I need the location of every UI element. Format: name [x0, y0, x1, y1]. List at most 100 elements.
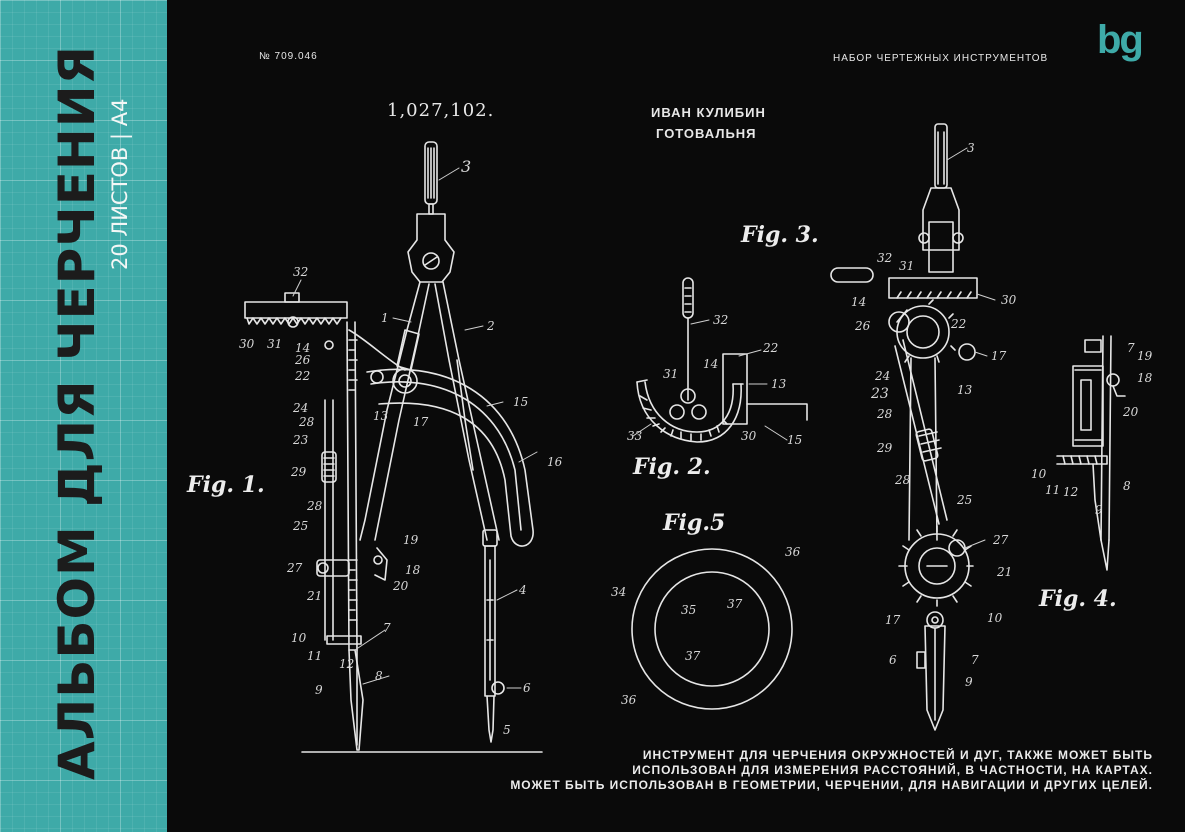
svg-text:28: 28 [876, 407, 893, 421]
svg-text:10: 10 [987, 611, 1003, 625]
brand-logo: bg [1097, 18, 1144, 62]
svg-text:7: 7 [383, 621, 391, 635]
svg-text:31: 31 [899, 259, 914, 273]
fig5-ring [631, 548, 793, 710]
album-title: АЛЬБОМ ДЛЯ ЧЕРЧЕНИЯ [48, 44, 106, 780]
album-subtitle: 20 ЛИСТОВ | А4 [108, 98, 132, 270]
svg-text:8: 8 [375, 669, 383, 683]
svg-text:3: 3 [461, 157, 471, 176]
svg-text:8: 8 [1123, 479, 1131, 493]
author-name: ИВАН КУЛИБИН [651, 105, 766, 120]
svg-text:26: 26 [294, 353, 311, 367]
svg-text:26: 26 [854, 319, 871, 333]
description-line-3: МОЖЕТ БЫТЬ ИСПОЛЬЗОВАН В ГЕОМЕТРИИ, ЧЕРЧ… [510, 778, 1153, 792]
svg-text:9: 9 [1095, 503, 1103, 517]
svg-text:37: 37 [727, 597, 743, 611]
svg-text:27: 27 [992, 533, 1009, 547]
svg-text:19: 19 [403, 533, 419, 547]
svg-text:13: 13 [957, 383, 973, 397]
svg-text:28: 28 [298, 415, 315, 429]
description-text: ИНСТРУМЕНТ ДЛЯ ЧЕРЧЕНИЯ ОКРУЖНОСТЕЙ И ДУ… [510, 748, 1153, 793]
kit-title: НАБОР ЧЕРТЕЖНЫХ ИНСТРУМЕНТОВ [833, 53, 1049, 64]
svg-text:32: 32 [293, 265, 308, 279]
leader-lines [292, 147, 996, 689]
svg-text:16: 16 [547, 455, 563, 469]
description-line-2: ИСПОЛЬЗОВАН ДЛЯ ИЗМЕРЕНИЯ РАССТОЯНИЙ, В … [632, 763, 1153, 777]
fig1-compass-illustration [244, 141, 543, 753]
svg-text:10: 10 [1031, 467, 1047, 481]
fig2-label: Fig. 2. [632, 454, 711, 480]
svg-text:28: 28 [306, 499, 323, 513]
svg-text:17: 17 [885, 613, 901, 627]
svg-text:23: 23 [870, 386, 889, 402]
svg-text:24: 24 [874, 369, 890, 383]
svg-text:11: 11 [1045, 483, 1060, 497]
teal-spine: АЛЬБОМ ДЛЯ ЧЕРЧЕНИЯ 20 ЛИСТОВ | А4 [0, 0, 167, 832]
fig5-label: Fig.5 [662, 510, 725, 536]
svg-text:13: 13 [373, 409, 389, 423]
svg-text:32: 32 [713, 313, 728, 327]
svg-text:17: 17 [991, 349, 1007, 363]
svg-text:23: 23 [292, 433, 309, 447]
svg-text:30: 30 [741, 429, 757, 443]
svg-text:30: 30 [1001, 293, 1017, 307]
svg-text:25: 25 [292, 519, 308, 533]
patent-number: 1,027,102. [387, 100, 495, 121]
svg-text:15: 15 [513, 395, 528, 409]
fig4-label: Fig. 4. [1038, 586, 1117, 612]
svg-text:15: 15 [787, 433, 802, 447]
svg-text:14: 14 [703, 357, 718, 371]
svg-text:18: 18 [1137, 371, 1153, 385]
svg-text:3: 3 [967, 141, 975, 155]
svg-text:9: 9 [965, 675, 973, 689]
svg-text:14: 14 [851, 295, 866, 309]
fig1-label: Fig. 1. [186, 472, 265, 498]
svg-text:22: 22 [950, 317, 966, 331]
svg-text:31: 31 [267, 337, 282, 351]
fig2-detail [636, 277, 808, 443]
description-line-1: ИНСТРУМЕНТ ДЛЯ ЧЕРЧЕНИЯ ОКРУЖНОСТЕЙ И ДУ… [642, 748, 1153, 762]
fig3-label: Fig. 3. [740, 222, 819, 248]
fig3-compass-illustration [830, 123, 978, 731]
svg-text:29: 29 [290, 465, 307, 479]
tool-name: ГОТОВАЛЬНЯ [656, 126, 757, 141]
svg-text:6: 6 [889, 653, 897, 667]
svg-text:24: 24 [292, 401, 308, 415]
svg-text:21: 21 [996, 565, 1012, 579]
product-code: № 709.046 [259, 51, 318, 62]
svg-text:7: 7 [971, 653, 979, 667]
svg-text:30: 30 [239, 337, 255, 351]
svg-text:20: 20 [392, 579, 409, 593]
svg-text:4: 4 [518, 583, 527, 597]
svg-text:6: 6 [523, 681, 531, 695]
svg-text:35: 35 [681, 603, 696, 617]
fig4-detail [1056, 335, 1126, 571]
svg-text:12: 12 [1063, 485, 1078, 499]
svg-text:10: 10 [291, 631, 307, 645]
svg-text:17: 17 [413, 415, 429, 429]
svg-text:22: 22 [294, 369, 310, 383]
svg-text:13: 13 [771, 377, 787, 391]
svg-text:21: 21 [306, 589, 322, 603]
svg-text:2: 2 [486, 319, 495, 333]
svg-text:19: 19 [1137, 349, 1153, 363]
svg-text:11: 11 [307, 649, 322, 663]
svg-text:28: 28 [894, 473, 911, 487]
svg-text:1: 1 [381, 311, 389, 325]
svg-text:14: 14 [295, 341, 310, 355]
svg-text:5: 5 [503, 723, 511, 737]
svg-text:7: 7 [1127, 341, 1135, 355]
svg-text:12: 12 [339, 657, 354, 671]
svg-text:32: 32 [877, 251, 892, 265]
svg-text:36: 36 [621, 693, 637, 707]
figure-captions: Fig. 1. Fig. 2. Fig. 3. Fig. 4. Fig.5 [186, 222, 1117, 612]
svg-text:9: 9 [315, 683, 323, 697]
svg-text:18: 18 [405, 563, 421, 577]
svg-text:25: 25 [956, 493, 972, 507]
svg-text:29: 29 [876, 441, 893, 455]
svg-text:36: 36 [785, 545, 801, 559]
